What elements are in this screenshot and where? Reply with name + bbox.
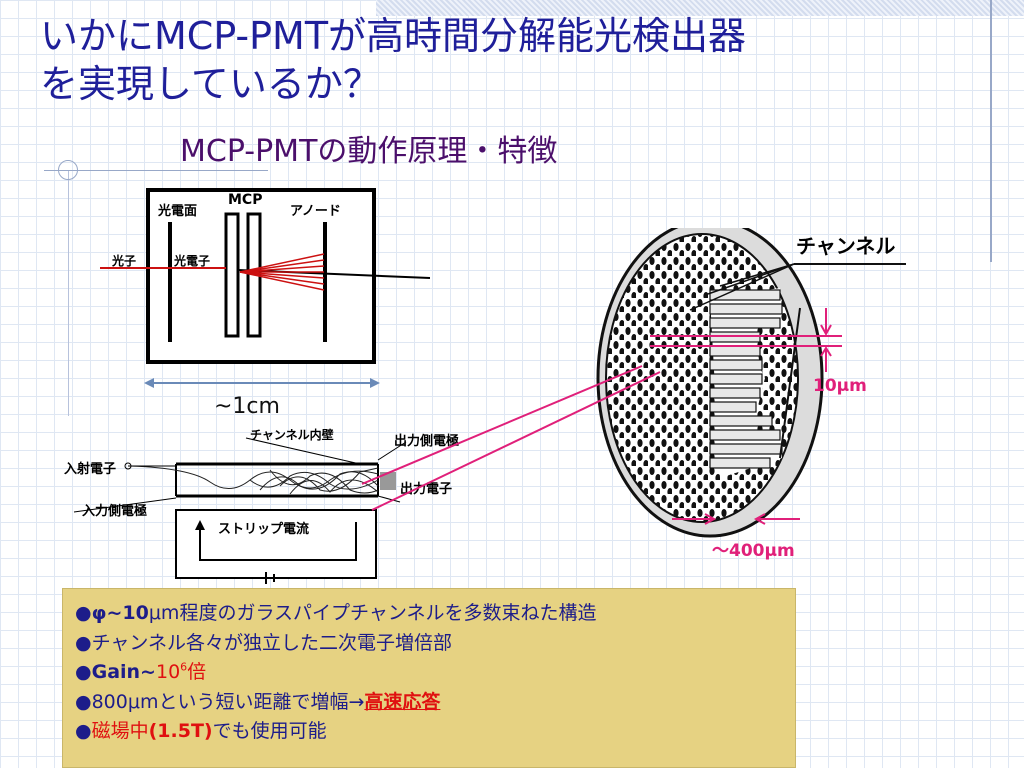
info-line-5: ●磁場中(1.5T)でも使用可能 — [75, 717, 783, 747]
slide-title: いかにMCP-PMTが高時間分解能光検出器 を実現しているか？ — [40, 12, 940, 108]
output-stub — [380, 472, 396, 490]
gain-base: 10 — [155, 661, 181, 684]
decor-circle — [58, 160, 78, 180]
info-line-3: ●Gain~106倍 — [75, 658, 783, 688]
label-mcp: MCP — [228, 192, 263, 208]
label-strip-current: ストリップ電流 — [218, 522, 310, 537]
gain-exponent: 6 — [180, 660, 188, 674]
field-value: (1.5T) — [148, 720, 213, 743]
title-line-1: いかにMCP-PMTが高時間分解能光検出器 — [40, 14, 747, 58]
mcp-disc-diagram — [361, 228, 906, 538]
label-input-electrode: 入力側電極 — [82, 504, 148, 519]
decor-vertical-line-left — [68, 170, 69, 416]
gain-suffix: 倍 — [187, 661, 207, 684]
channel-schematic — [73, 437, 407, 584]
label-channel-dimension: 10μm — [813, 376, 867, 396]
phi-value: φ~10 — [91, 602, 149, 624]
label-output-electron: 出力電子 — [400, 482, 453, 497]
info-line-4: ●800μmという短い距離で増幅→高速応答 — [75, 688, 783, 718]
mcp-plate-1 — [224, 212, 240, 338]
label-output-electrode: 出力側電極 — [394, 434, 460, 449]
label-channel: チャンネル — [796, 234, 896, 258]
magnetic-field-text: 磁場中 — [91, 720, 149, 743]
size-label: ~1cm — [214, 394, 280, 419]
bullet: ● — [75, 602, 92, 624]
gain-label: Gain~ — [91, 661, 156, 684]
label-channel-wall: チャンネル内壁 — [250, 428, 334, 442]
info-line-1: ●φ~10μm程度のガラスパイプチャンネルを多数束ねた構造 — [75, 599, 783, 629]
info-line-2: ●チャンネル各々が独立した二次電子増倍部 — [75, 631, 453, 654]
disc-face — [605, 233, 799, 523]
label-photoelectron: 光電子 — [174, 254, 211, 268]
info-box: ●φ~10μm程度のガラスパイプチャンネルを多数束ねた構造 ●チャンネル各々が独… — [62, 588, 796, 768]
label-photocathode: 光電面 — [158, 204, 198, 219]
info-text: 程度のガラスパイプチャンネルを多数束ねた構造 — [179, 602, 597, 624]
size-arrow — [144, 378, 380, 388]
info-text: でも使用可能 — [212, 720, 327, 743]
bullet: ● — [75, 661, 92, 684]
electron-trajectories — [129, 465, 379, 495]
fast-response-text: 高速応答 — [364, 690, 441, 713]
bullet: ● — [75, 720, 92, 743]
decor-horizontal-line — [44, 170, 268, 171]
unit: μm — [148, 602, 180, 624]
label-incident-electron: 入射電子 — [64, 462, 117, 477]
label-anode: アノード — [290, 204, 341, 219]
label-thickness: ～400μm — [712, 541, 795, 561]
electron-shower — [239, 253, 325, 291]
slide-subtitle: MCP-PMTの動作原理・特徴 — [180, 134, 558, 169]
info-text: 800μmという短い距離で増幅→ — [91, 690, 365, 713]
title-line-2: を実現しているか？ — [40, 62, 381, 106]
pink-annotations — [361, 308, 842, 525]
bullet: ● — [75, 690, 92, 713]
decor-vertical-line — [990, 0, 992, 262]
strip-current-box — [175, 509, 377, 579]
top-decoration-band — [376, 0, 1024, 16]
label-photon: 光子 — [112, 254, 137, 268]
pmt-schematic — [100, 188, 430, 364]
